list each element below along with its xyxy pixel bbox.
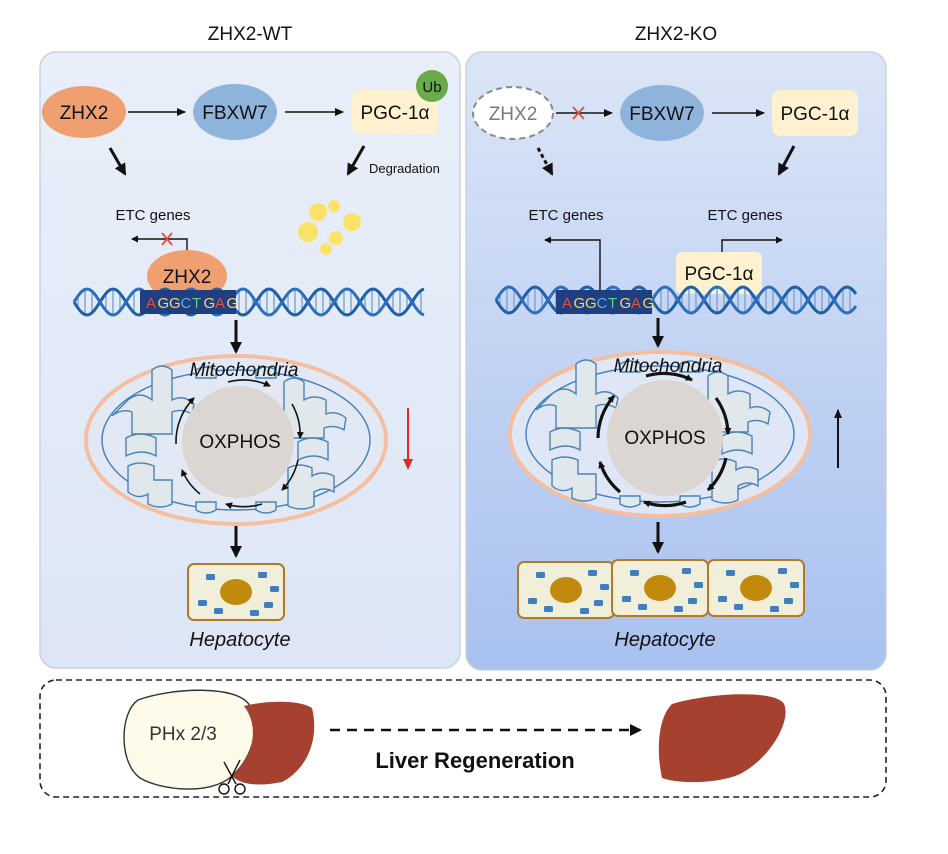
zhx2-bound-label: ZHX2 — [163, 267, 212, 288]
fbxw7-label-wt: FBXW7 — [202, 103, 267, 124]
mitochondrion-icon: OXPHOS Mitochondria — [84, 354, 388, 526]
panel-title-ko: ZHX2-KO — [635, 24, 717, 45]
phx-label: PHx 2/3 — [149, 724, 217, 745]
arrow-zhx2-down-wt — [108, 147, 127, 176]
liver-regeneration-label: Liver Regeneration — [375, 748, 574, 773]
transcription-arrow-right-ko — [721, 236, 783, 254]
etc-genes-label-wt: ETC genes — [115, 207, 190, 224]
mitochondrion-icon: OXPHOS Mitochondria — [508, 350, 812, 518]
pgc-node-wt — [352, 90, 438, 134]
remnant-liver-lobe — [232, 701, 315, 785]
ub-label: Ub — [422, 79, 441, 96]
etc-genes-right-label-ko: ETC genes — [707, 207, 782, 224]
oxphos-core-wt — [182, 386, 294, 498]
motif-letter: G — [585, 295, 597, 312]
zhx2-label-wt: ZHX2 — [60, 103, 109, 124]
pgc-bound-node — [676, 252, 762, 294]
ko-top-pathway: ZHX2 FBXW7 PGC-1α ETC genes ETC genes PG… — [472, 85, 858, 294]
scissors-icon — [218, 759, 246, 795]
motif-letter: A — [146, 295, 156, 312]
dashed-arrow-zhx2-down-ko — [536, 147, 554, 176]
fbxw7-node-ko — [620, 85, 704, 141]
motif-letter: A — [215, 295, 225, 312]
pgc-label-ko: PGC-1α — [780, 104, 849, 125]
ubiquitin-badge — [416, 70, 448, 102]
regenerated-liver-icon — [658, 694, 786, 783]
motif-letter: A — [631, 295, 641, 312]
hepatocyte-icon — [517, 561, 615, 619]
hepatocyte-icon — [611, 559, 709, 617]
oxphos-label-ko: OXPHOS — [624, 428, 705, 449]
inhibition-cross-etc-wt — [161, 232, 173, 246]
motif-letter: G — [620, 295, 632, 312]
motif-letter: A — [562, 295, 572, 312]
fbxw7-node-wt — [193, 84, 277, 140]
pgc-node-ko — [772, 90, 858, 136]
zhx2-label-ko: ZHX2 — [489, 104, 538, 125]
motif-letter: G — [643, 295, 655, 312]
motif-letter: G — [204, 295, 216, 312]
pgc-label-wt: PGC-1α — [360, 103, 429, 124]
degraded-protein-fragments — [298, 200, 361, 255]
motif-letter: T — [608, 295, 617, 312]
arrow-pgc-down-ko — [777, 145, 796, 176]
hepatocyte-icon — [187, 563, 285, 621]
zhx2-node-wt — [42, 86, 126, 138]
degradation-label: Degradation — [369, 161, 440, 176]
arrow-pgc-degradation — [346, 145, 366, 176]
motif-letter: G — [574, 295, 586, 312]
inhibition-cross-ko — [572, 106, 585, 120]
motif-letter: C — [181, 295, 192, 312]
motif-letter: T — [192, 295, 201, 312]
pgc-bound-label: PGC-1α — [684, 264, 753, 285]
mitochondria-label-wt: Mitochondria — [190, 360, 299, 381]
liver-icon — [123, 689, 315, 790]
etc-genes-left-label-ko: ETC genes — [528, 207, 603, 224]
oxphos-core-ko — [607, 380, 723, 496]
hepatocyte-label-ko: Hepatocyte — [614, 629, 715, 651]
panel-title-wt: ZHX2-WT — [208, 24, 293, 45]
mitochondria-label-ko: Mitochondria — [614, 356, 723, 377]
oxphos-cycle-arrows-wt — [175, 379, 304, 510]
motif-letter: G — [169, 295, 181, 312]
hepatocyte-label-wt: Hepatocyte — [189, 629, 290, 651]
motif-letter: C — [597, 295, 608, 312]
zhx2-node-ko-deleted — [472, 86, 554, 140]
fbxw7-label-ko: FBXW7 — [629, 104, 694, 125]
motif-letter: G — [158, 295, 170, 312]
transcription-arrow-left-ko — [544, 236, 601, 290]
oxphos-label-wt: OXPHOS — [199, 432, 280, 453]
motif-letter: G — [227, 295, 239, 312]
hepatocyte-icon — [707, 559, 805, 617]
oxphos-cycle-arrows-ko — [596, 371, 732, 508]
